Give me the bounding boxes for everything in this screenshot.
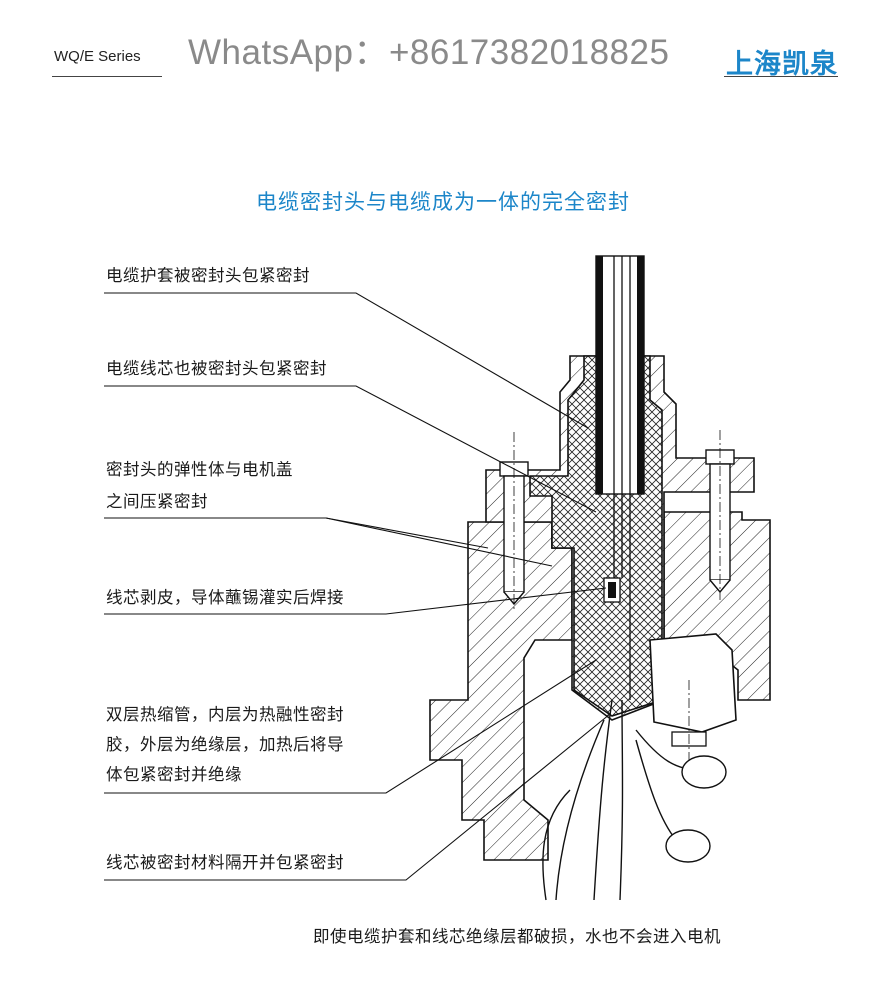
footnote: 即使电缆护套和线芯绝缘层都破损，水也不会进入电机 <box>313 927 721 946</box>
label-heat-shrink-line-3: 体包紧密封并绝缘 <box>106 765 242 784</box>
whatsapp-contact: WhatsApp：+8617382018825 <box>188 33 670 72</box>
label-core-isolation: 线芯被密封材料隔开并包紧密封 <box>106 853 344 872</box>
terminal-block <box>649 633 737 770</box>
label-solder-joint: 线芯剥皮，导体蘸锡灌实后焊接 <box>106 588 344 607</box>
cable <box>595 255 645 700</box>
brand-logo: 上海凯泉 <box>726 49 838 80</box>
brand-underline <box>724 76 838 77</box>
label-core-seal: 电缆线芯也被密封头包紧密封 <box>106 359 327 378</box>
label-jacket-seal: 电缆护套被密封头包紧密封 <box>106 266 310 285</box>
motor-cover-left <box>429 521 573 861</box>
wire-caps <box>665 755 727 863</box>
label-heat-shrink-line-2: 胶，外层为绝缘层，加热后将导 <box>106 735 344 754</box>
label-elastomer-line-1: 密封头的弹性体与电机盖 <box>106 460 293 479</box>
lead-wires <box>542 699 701 901</box>
label-elastomer-line-2: 之间压紧密封 <box>106 492 208 511</box>
series-label: WQ/E Series <box>54 48 141 65</box>
label-heat-shrink-line-1: 双层热缩管，内层为热融性密封 <box>106 705 344 724</box>
series-underline <box>52 76 162 77</box>
leader-lines <box>104 292 611 881</box>
diagram-title: 电缆密封头与电缆成为一体的完全密封 <box>256 190 630 214</box>
